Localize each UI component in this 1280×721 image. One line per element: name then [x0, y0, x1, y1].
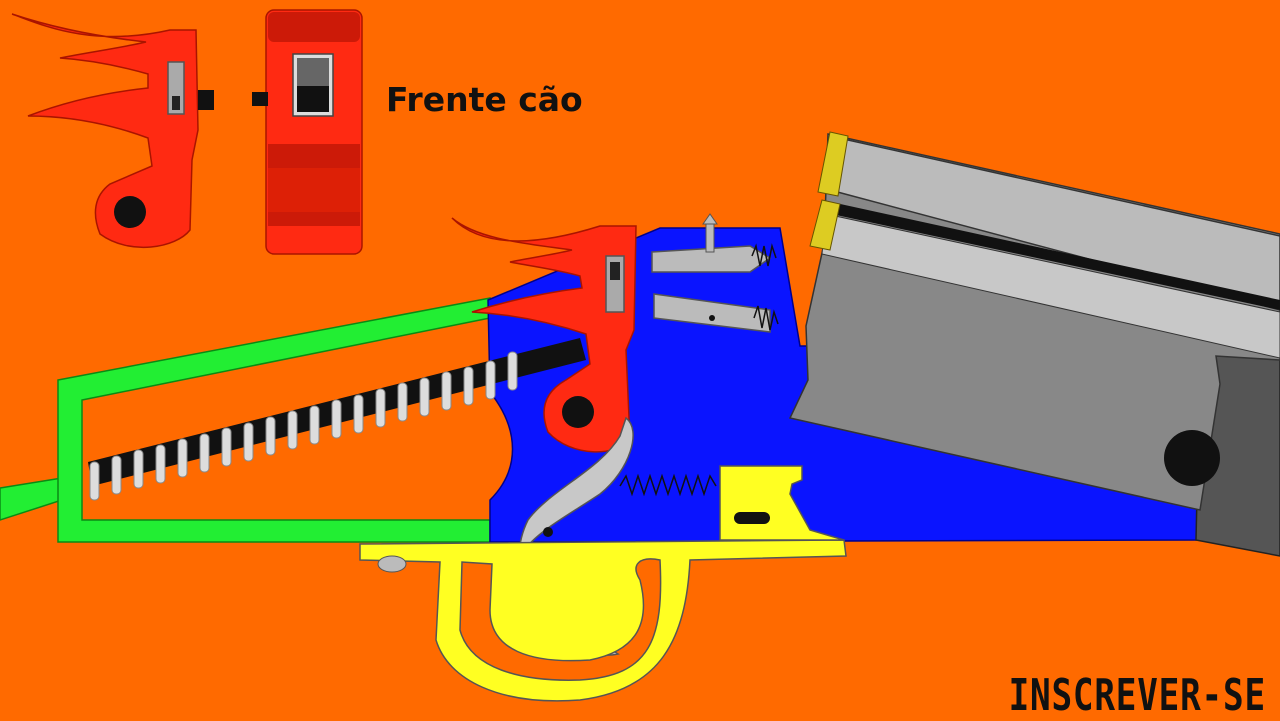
sear-block-detail [252, 10, 362, 254]
subscribe-watermark[interactable]: INSCREVER-SE [1009, 670, 1266, 721]
hammer-detail [12, 14, 214, 247]
mainspring-guide [0, 298, 490, 542]
front-hammer-label: Frente cão [386, 80, 583, 119]
